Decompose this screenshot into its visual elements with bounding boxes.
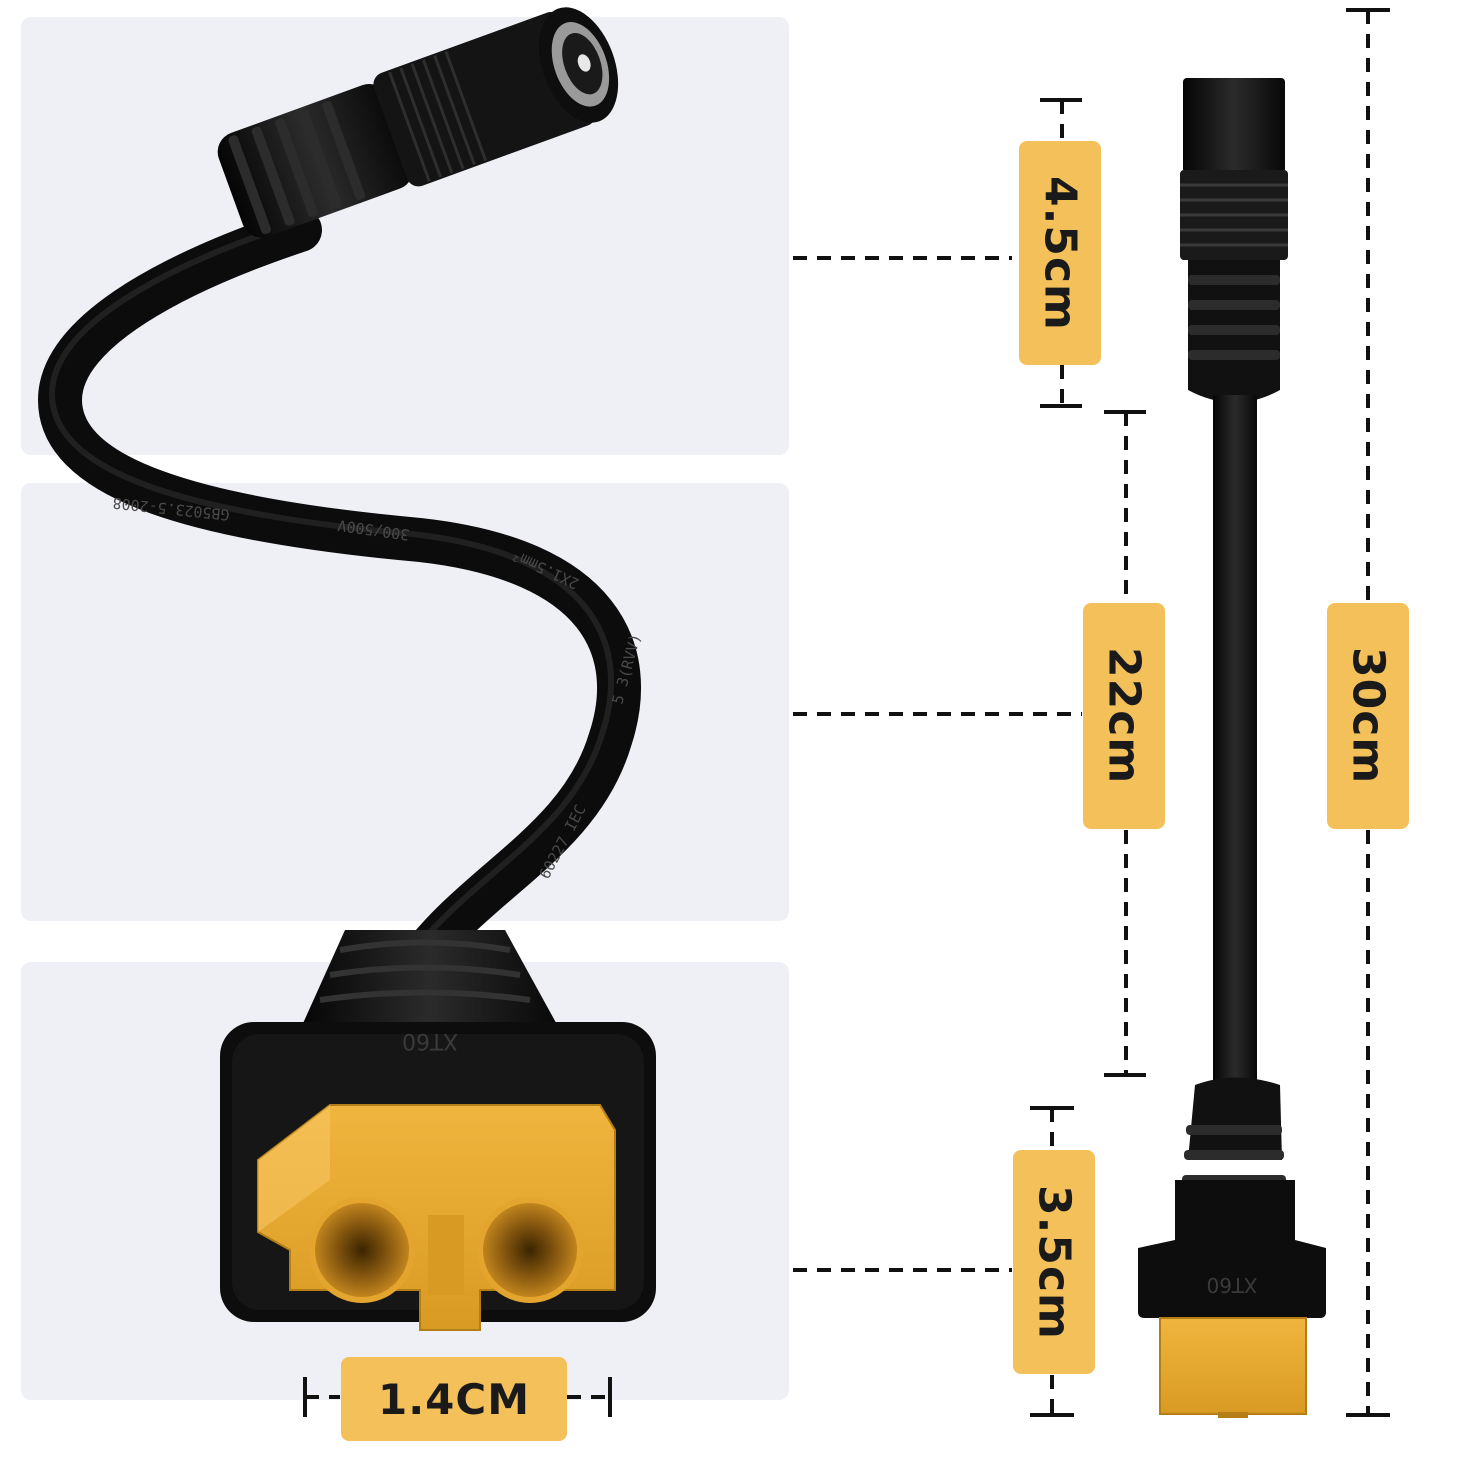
side-view-cable: XT60 bbox=[1138, 78, 1326, 1418]
dimension-ticks bbox=[303, 8, 1390, 1417]
dc-plug bbox=[217, 7, 619, 238]
xt60-housing-print: XT60 bbox=[402, 1028, 458, 1053]
dim-label-dc-plug: 4.5cm bbox=[1019, 141, 1101, 365]
dim-text-total: 30cm bbox=[1342, 647, 1394, 785]
dim-text-xt60-width: 1.4CM bbox=[377, 1374, 531, 1424]
xt60-connector: XT60 bbox=[220, 930, 656, 1331]
dim-label-total: 30cm bbox=[1327, 603, 1409, 829]
dim-label-xt60-length: 3.5cm bbox=[1013, 1150, 1095, 1374]
dim-label-xt60-width: 1.4CM bbox=[341, 1357, 567, 1441]
dim-label-cable: 22cm bbox=[1083, 603, 1165, 829]
dimension-lines bbox=[305, 10, 1370, 1415]
dim-text-cable: 22cm bbox=[1098, 647, 1150, 785]
dim-text-xt60-length: 3.5cm bbox=[1028, 1184, 1080, 1340]
dim-text-dc-plug: 4.5cm bbox=[1034, 175, 1086, 331]
side-xt60-print: XT60 bbox=[1206, 1273, 1257, 1297]
main-cable bbox=[37, 208, 642, 982]
